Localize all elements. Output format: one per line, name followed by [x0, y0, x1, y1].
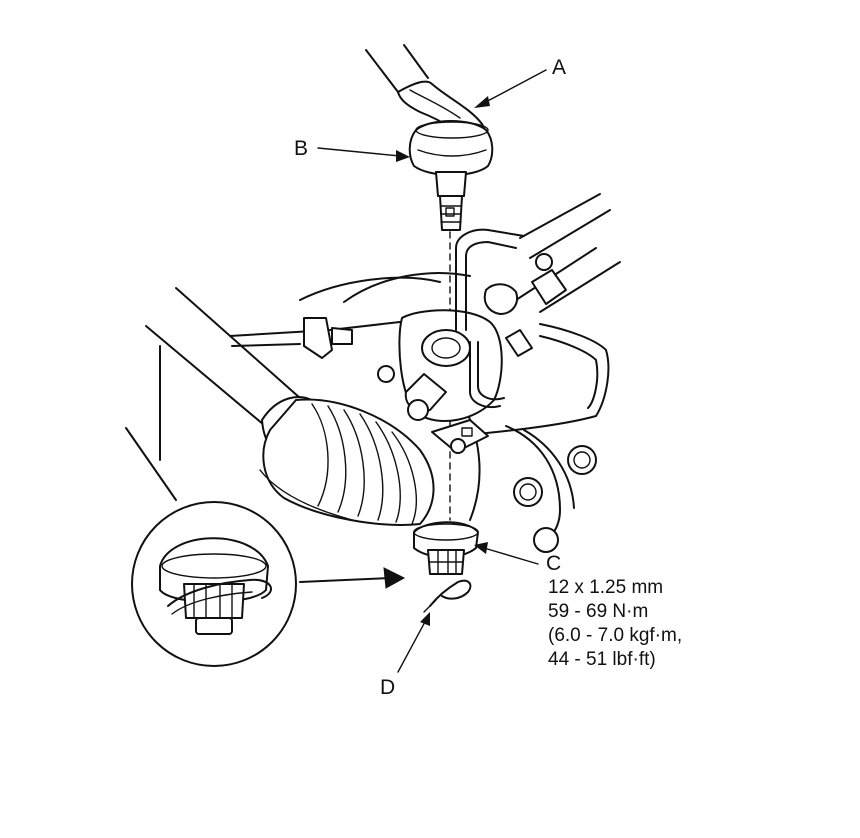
cv-joint-boot — [259, 398, 435, 526]
callout-d: D — [380, 676, 396, 699]
castle-nut — [413, 521, 479, 575]
mounting-bracket — [431, 323, 610, 454]
spec-thread: 12 x 1.25 mm — [548, 577, 664, 598]
callout-c: C — [546, 552, 562, 575]
brake-rotor — [343, 272, 597, 553]
leader-c — [474, 542, 539, 565]
torque-spec: 12 x 1.25 mm 59 - 69 N·m (6.0 - 7.0 kgf·… — [548, 576, 682, 672]
callout-a: A — [552, 56, 567, 79]
steering-knuckle — [299, 276, 503, 521]
sensor-wire — [229, 317, 401, 359]
spec-torque-kgf: (6.0 - 7.0 kgf·m, — [548, 625, 683, 646]
ball-joint-boot — [408, 120, 494, 231]
leader-a — [474, 69, 547, 108]
spec-torque-lbf: 44 - 51 lbf·ft) — [548, 649, 656, 670]
detail-inset — [131, 501, 297, 667]
detail-arrow — [299, 567, 406, 589]
cotter-pin — [423, 579, 472, 613]
callout-b: B — [294, 137, 309, 160]
spec-torque-nm: 59 - 69 N·m — [548, 601, 649, 622]
leader-d — [397, 612, 430, 673]
leader-b — [317, 147, 410, 162]
brake-line — [455, 193, 621, 408]
